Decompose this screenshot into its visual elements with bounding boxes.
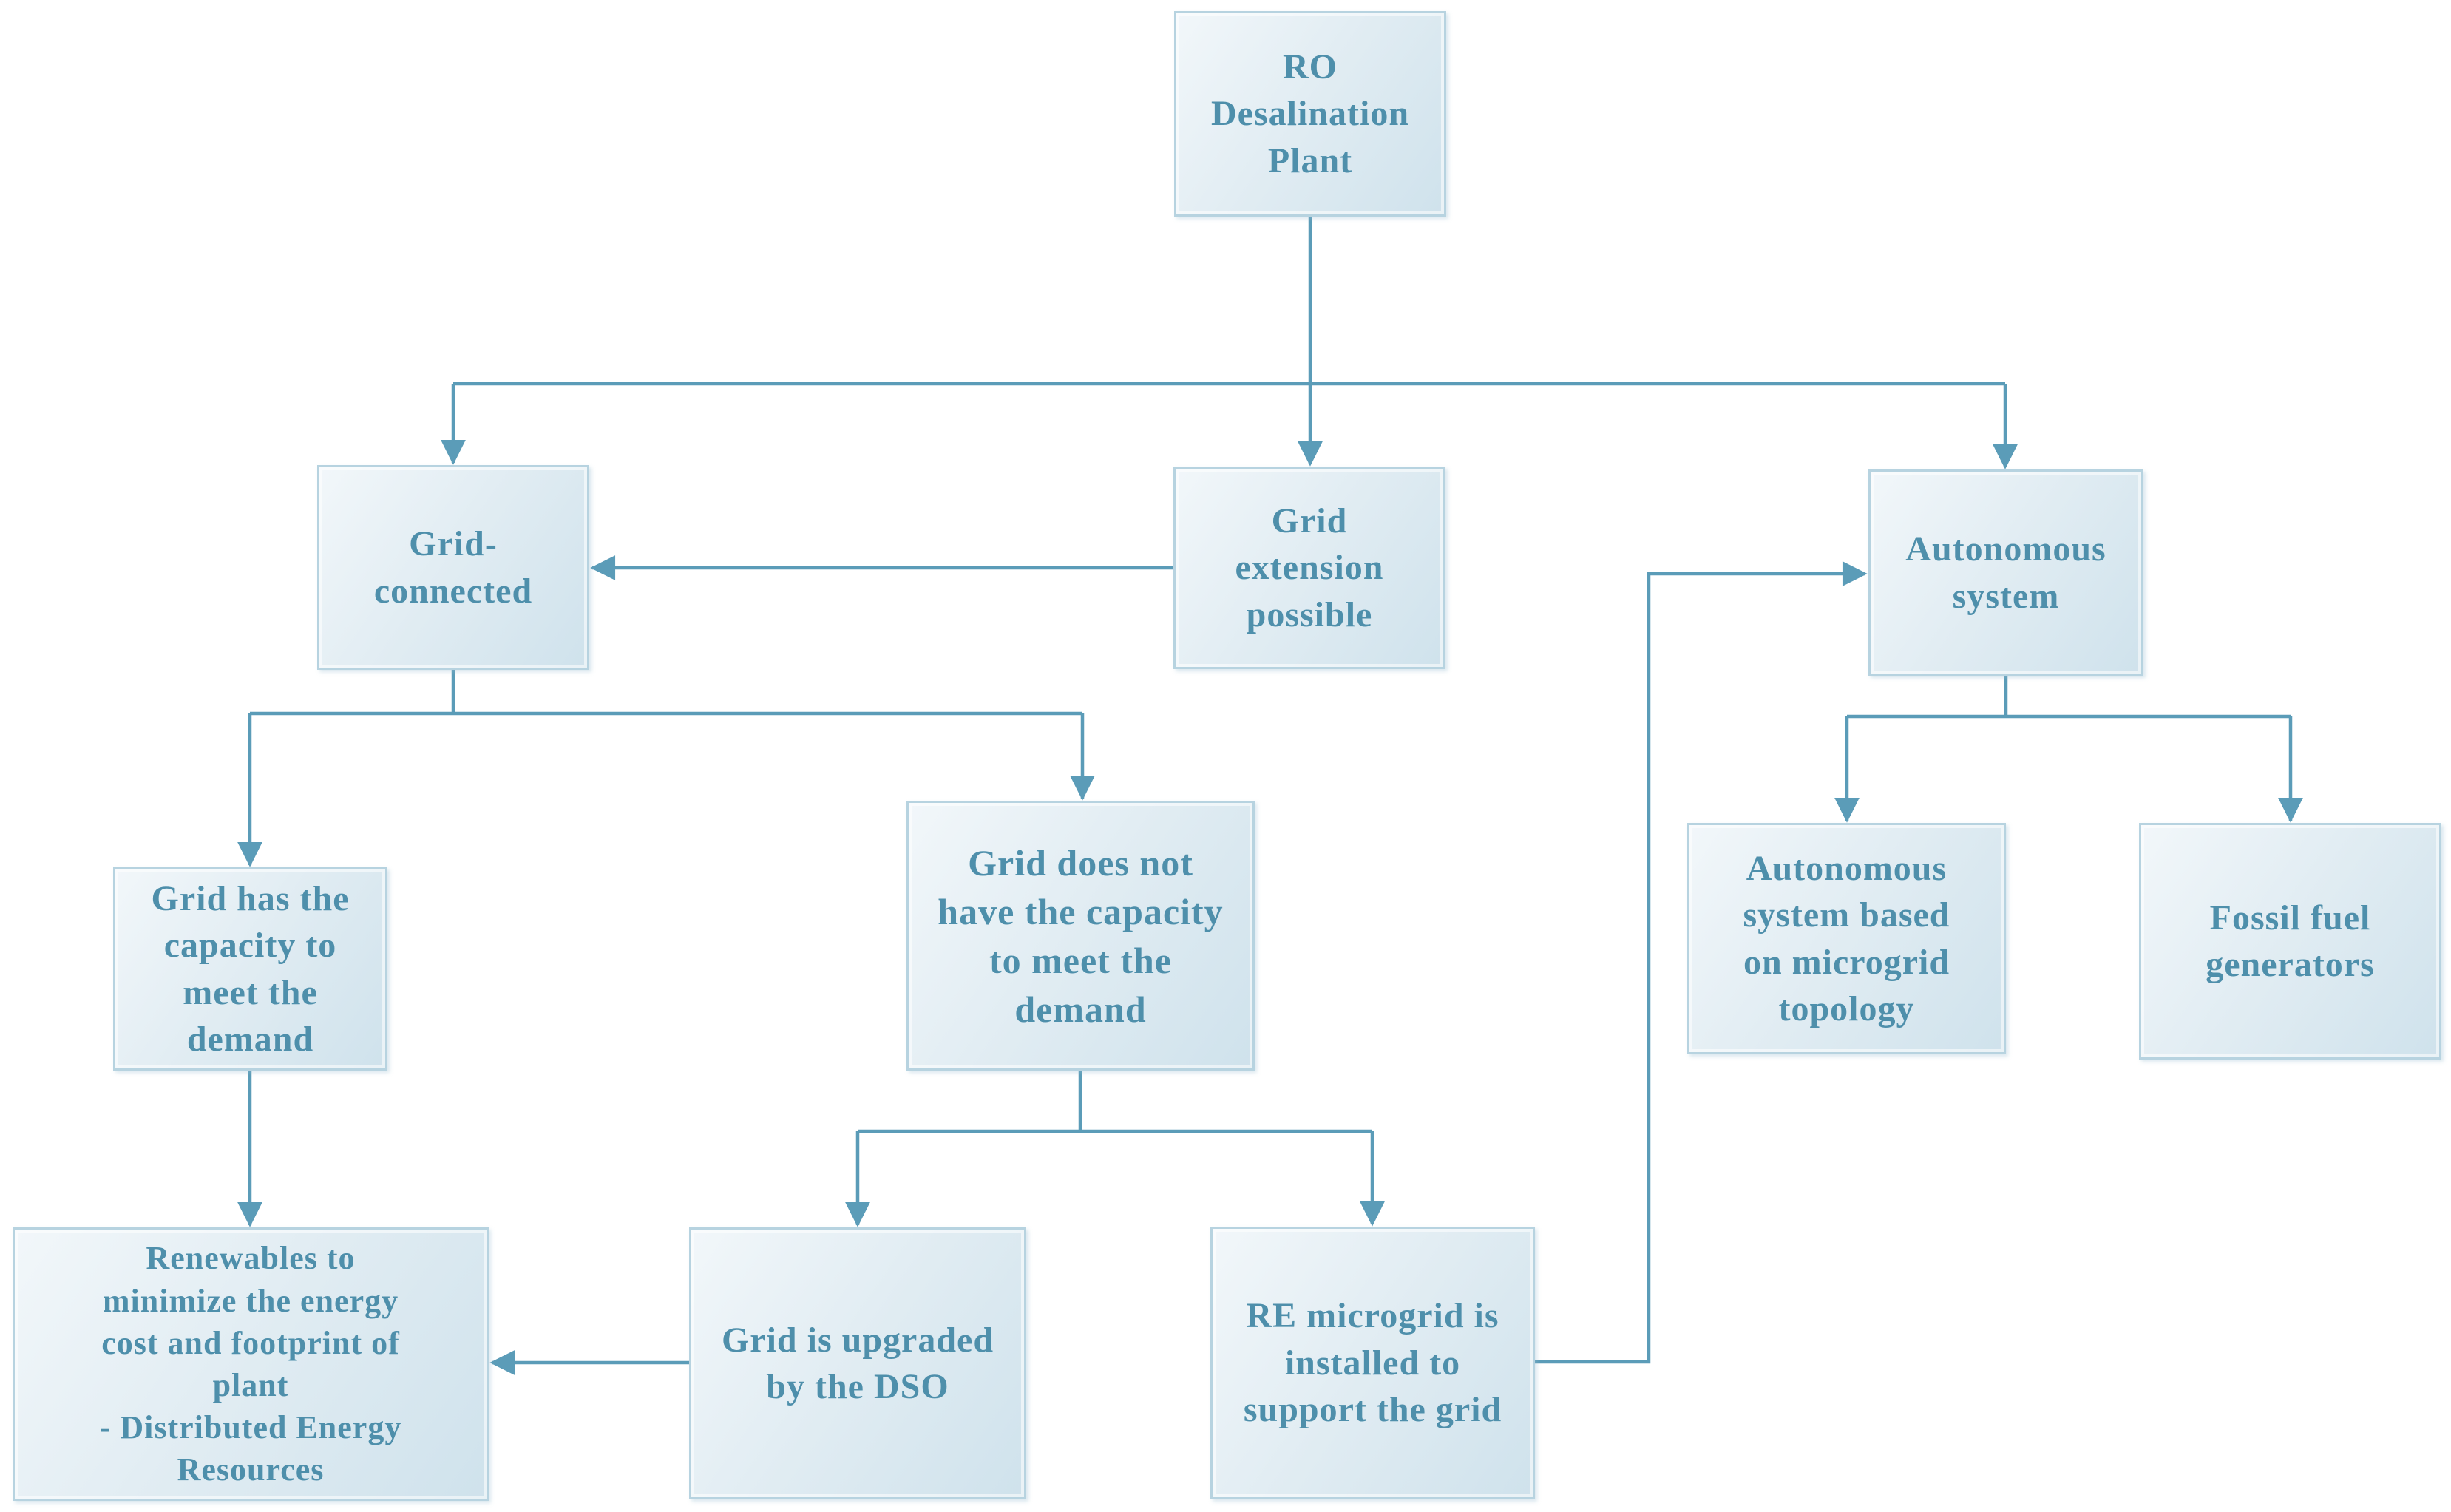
node-re-microgrid-support: RE microgrid is installed to support the… — [1210, 1227, 1535, 1499]
node-autonomous-microgrid-topology: Autonomous system based on microgrid top… — [1687, 823, 2006, 1054]
connector-nocapacity-children — [845, 1071, 1385, 1227]
node-label: Grid extension possible — [1235, 501, 1384, 634]
node-label: Grid is upgraded by the DSO — [721, 1320, 994, 1406]
node-label: Autonomous system — [1905, 529, 2106, 616]
node-grid-connected: Grid- connected — [317, 465, 589, 670]
node-label: Grid has the capacity to meet the demand — [151, 878, 350, 1059]
node-grid-extension-possible: Grid extension possible — [1173, 467, 1445, 669]
node-grid-has-capacity: Grid has the capacity to meet the demand — [113, 867, 387, 1071]
node-label: Autonomous system based on microgrid top… — [1743, 848, 1950, 1028]
node-renewables-der: Renewables to minimize the energy cost a… — [13, 1227, 489, 1501]
node-label: RO Desalination Plant — [1210, 47, 1410, 180]
node-fossil-fuel-generators: Fossil fuel generators — [2139, 823, 2441, 1060]
connector-ro-to-row2 — [441, 217, 2018, 469]
connector-gridconnected-children — [237, 670, 1095, 867]
connector-autonomous-children — [1834, 676, 2303, 823]
node-label: Fossil fuel generators — [2206, 898, 2375, 984]
node-autonomous-system: Autonomous system — [1868, 469, 2143, 676]
node-label: Renewables to minimize the energy cost a… — [99, 1240, 402, 1488]
node-grid-upgraded-dso: Grid is upgraded by the DSO — [689, 1227, 1026, 1499]
node-label: RE microgrid is installed to support the… — [1243, 1296, 1502, 1430]
node-ro-desalination-plant: RO Desalination Plant — [1174, 11, 1446, 217]
node-label: Grid- connected — [373, 524, 533, 611]
node-grid-no-capacity: Grid does not have the capacity to meet … — [906, 801, 1255, 1071]
connector-microgrid-to-autonomous — [1535, 561, 1868, 1364]
node-label: Grid does not have the capacity to meet … — [938, 841, 1224, 1030]
